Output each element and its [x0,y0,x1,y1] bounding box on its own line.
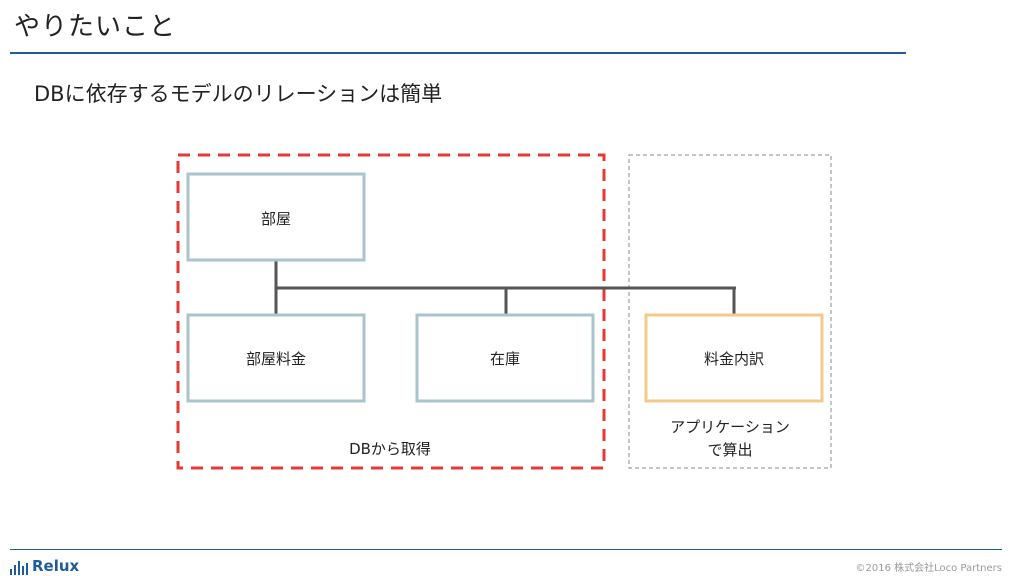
slide-title: やりたいこと [14,12,177,42]
footer-rule [10,549,1002,550]
node-stock-box [415,313,595,403]
relux-logo: Relux [10,555,79,575]
connector-lines [274,261,736,314]
slide-subtitle: DBに依存するモデルのリレーションは簡単 [34,82,443,106]
node-room-price-label: 部屋料金 [246,350,306,368]
copyright: ©2016 株式会社Loco Partners [855,563,1003,574]
node-price-breakdown-box [644,313,824,403]
logo-text: Relux [32,557,80,575]
logo-bars-icon [10,559,28,575]
node-room-box [186,172,366,262]
node-price-breakdown-label: 料金内訳 [704,350,764,368]
app-group-box [628,154,832,469]
node-stock-label: 在庫 [490,350,520,368]
node-room-price-box [186,313,366,403]
db-group-caption: DBから取得 [349,440,431,458]
app-group-caption-line1: アプリケーション [670,418,790,436]
node-room-label: 部屋 [261,210,291,228]
db-group-box [176,153,606,470]
app-group-caption-line2: で算出 [707,441,752,459]
title-rule [10,52,906,54]
